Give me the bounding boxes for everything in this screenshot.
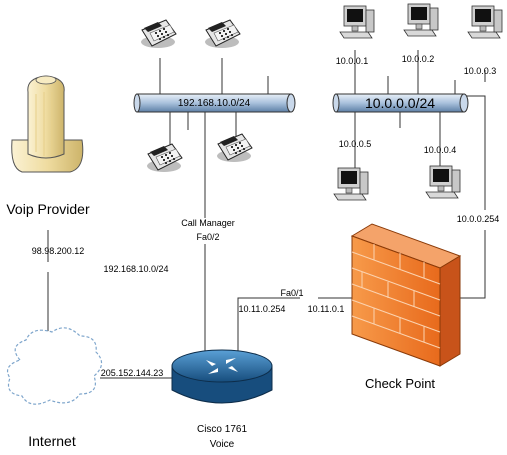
router-icon xyxy=(171,349,273,404)
computer-icon xyxy=(425,165,461,199)
data-bus: 10.0.0.0/24 xyxy=(332,93,469,113)
computer-icon xyxy=(467,5,503,39)
data-bus-label: 10.0.0.0/24 xyxy=(365,95,435,111)
pc5-ip-label: 10.0.0.5 xyxy=(339,139,372,149)
router-label-line1: Cisco 1761 xyxy=(197,424,247,435)
call-manager-label: Call Manager xyxy=(181,218,235,228)
firewall-icon xyxy=(350,223,462,367)
pc2-ip-label: 10.0.0.2 xyxy=(402,54,435,64)
fa01-label: Fa0/1 xyxy=(280,288,303,298)
firewall-inside-ip-label: 10.0.0.254 xyxy=(457,214,500,224)
ip-phone-icon xyxy=(146,143,183,173)
call-manager-port-label: Fa0/2 xyxy=(196,232,219,242)
voip-provider-tower-icon xyxy=(11,75,84,173)
pc1-ip-label: 10.0.0.1 xyxy=(336,56,369,66)
ip-phone-icon xyxy=(216,133,253,163)
internet-cloud-icon xyxy=(7,327,103,405)
ip-phone-icon xyxy=(140,19,177,49)
firewall-label: Check Point xyxy=(365,376,435,391)
voice-bus-label: 192.168.10.0/24 xyxy=(178,98,251,109)
router-label-line2: Voice xyxy=(210,439,235,450)
internet-ip-label: 205.152.144.23 xyxy=(101,368,164,378)
lan-uplink-wire xyxy=(465,95,486,210)
pc3-ip-label: 10.0.0.3 xyxy=(464,66,497,76)
ip-phone-icon xyxy=(204,19,241,49)
computer-icon xyxy=(403,3,439,37)
fa01-ip-label: 10.11.0.254 xyxy=(239,304,286,314)
voice-bus: 192.168.10.0/24 xyxy=(133,93,296,113)
firewall-to-lan-wire xyxy=(460,230,486,299)
internet-label: Internet xyxy=(28,433,76,449)
router-to-fa01-wire xyxy=(237,297,300,352)
pc4-ip-label: 10.0.0.4 xyxy=(424,145,457,155)
computer-icon xyxy=(339,5,375,39)
call-manager-subnet-label: 192.168.10.0/24 xyxy=(103,264,168,274)
voip-provider-ip-label: 98.98.200.12 xyxy=(32,246,85,256)
firewall-outside-ip-label: 10.11.0.1 xyxy=(308,304,345,314)
computer-icon xyxy=(333,167,369,201)
voip-provider-label: Voip Provider xyxy=(6,201,90,217)
